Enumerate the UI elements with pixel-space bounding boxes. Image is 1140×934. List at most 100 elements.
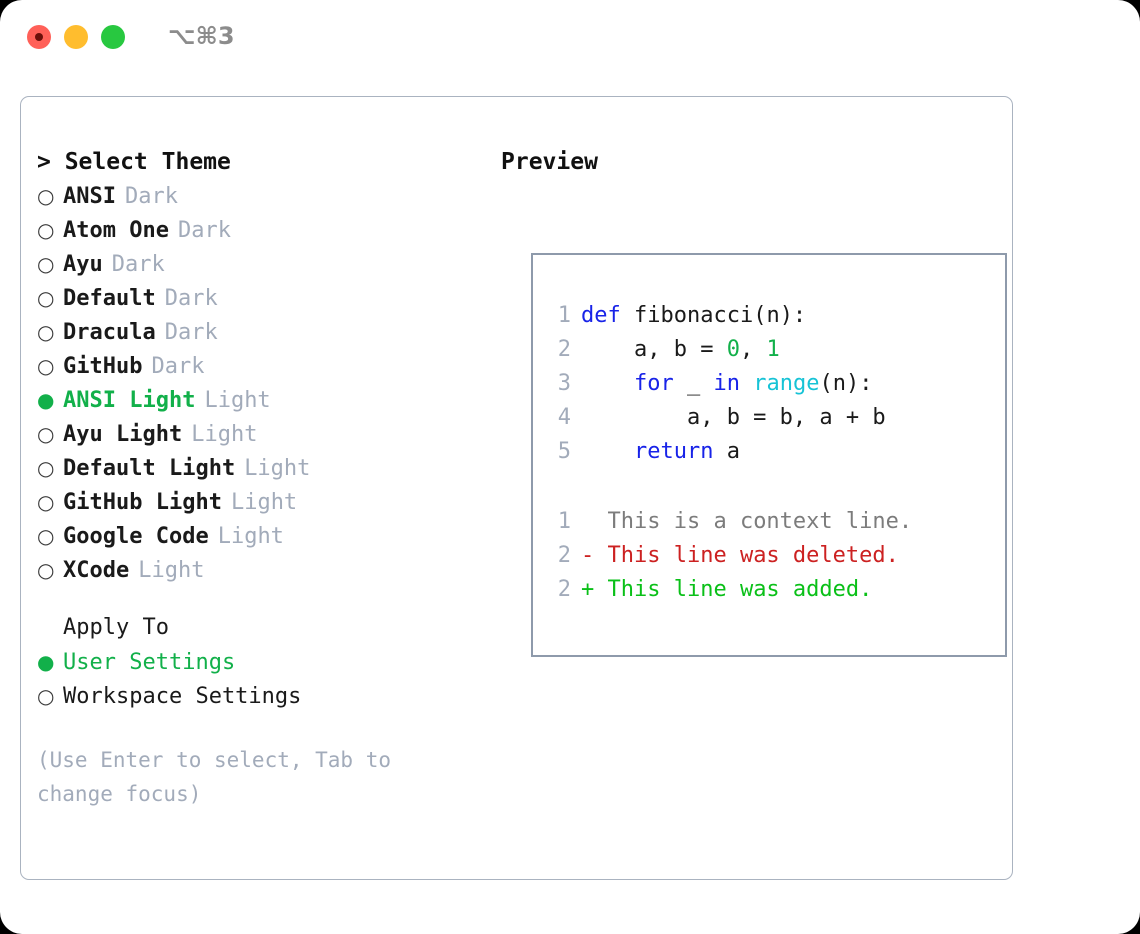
radio-selected-icon: ● [37, 650, 55, 674]
theme-name: ANSI [63, 184, 116, 209]
diff-text: This line was added. [594, 577, 873, 602]
window-title: ⌥⌘3 [168, 22, 235, 50]
theme-list-item[interactable]: ○ Default Light Light [37, 451, 477, 485]
theme-kind-label: Light [230, 490, 298, 515]
theme-list-item[interactable]: ○ GitHub Dark [37, 349, 477, 383]
theme-name: Ayu [63, 252, 103, 277]
theme-name: XCode [63, 558, 130, 583]
line-number: 3 [557, 371, 571, 396]
theme-list-item[interactable]: ● ANSI Light Light [37, 383, 477, 417]
apply-to-option[interactable]: ○Workspace Settings [37, 679, 477, 713]
radio-unselected-icon: ○ [37, 456, 55, 480]
diff-marker: + [581, 577, 595, 602]
code-token: return [633, 439, 714, 464]
keyboard-hint-text: (Use Enter to select, Tab to change focu… [37, 748, 392, 806]
code-token [740, 371, 753, 396]
apply-to-heading: Apply To [63, 615, 169, 640]
theme-kind-label: Light [244, 456, 311, 481]
theme-section-heading: > Select Theme [37, 149, 231, 175]
radio-unselected-icon: ○ [37, 184, 55, 208]
code-token: 1 [766, 337, 780, 362]
radio-unselected-icon: ○ [37, 490, 55, 514]
diff-line: 1 This is a context line. [543, 505, 912, 539]
radio-selected-icon: ● [37, 388, 55, 412]
line-number: 4 [557, 405, 571, 430]
theme-list-item[interactable]: ○ Ayu Dark [37, 247, 477, 281]
theme-list-item[interactable]: ○ GitHub Light Light [37, 485, 477, 519]
code-token [581, 439, 634, 464]
code-token: (n): [819, 371, 873, 396]
theme-kind-label: Dark [164, 286, 218, 311]
theme-name: Default Light [63, 456, 236, 481]
code-line: 3 for _ in range(n): [543, 367, 886, 401]
radio-unselected-icon: ○ [37, 252, 55, 276]
code-token: _ [673, 371, 714, 396]
theme-kind-label: Dark [111, 252, 165, 277]
minimize-button[interactable] [64, 25, 88, 49]
code-token: a, b = b, a + b [581, 405, 886, 430]
theme-name: Atom One [63, 218, 169, 243]
theme-kind-label: Light [217, 524, 284, 549]
diff-line-number: 2 [557, 577, 571, 602]
theme-name: GitHub [63, 354, 143, 379]
apply-to-section: Apply To ● User Settings ○Workspace Settin… [37, 611, 477, 713]
theme-list-item[interactable]: ○ Dracula Dark [37, 315, 477, 349]
diff-text: This line was deleted. [594, 543, 899, 568]
code-token: range [753, 371, 820, 396]
radio-unselected-icon: ○ [37, 320, 55, 344]
apply-to-option-label: User Settings [63, 650, 236, 675]
radio-unselected-icon: ○ [37, 524, 55, 548]
code-token: def [581, 303, 621, 328]
apply-to-options[interactable]: ● User Settings ○Workspace Settings [37, 645, 477, 713]
line-number: 1 [557, 303, 571, 328]
diff-sample: 1 This is a context line.2- This line wa… [543, 505, 912, 607]
theme-kind-label: Light [138, 558, 205, 583]
maximize-button[interactable] [101, 25, 125, 49]
theme-name: GitHub Light [63, 490, 222, 515]
code-line: 5 return a [543, 435, 886, 469]
line-number: 5 [557, 439, 571, 464]
theme-kind-label: Dark [124, 184, 178, 209]
close-button[interactable] [27, 25, 51, 49]
title-bar: ⌥⌘3 [0, 0, 1140, 78]
apply-to-option[interactable]: ● User Settings [37, 645, 477, 679]
theme-name: Dracula [63, 320, 156, 345]
diff-marker: - [581, 543, 595, 568]
theme-name: Ayu Light [63, 422, 183, 447]
theme-list-item[interactable]: ○ ANSI Dark [37, 179, 477, 213]
code-token: a [713, 439, 740, 464]
theme-name: Google Code [63, 524, 209, 549]
traffic-light-buttons [27, 25, 125, 49]
diff-marker [581, 509, 594, 534]
diff-line: 2- This line was deleted. [543, 539, 912, 573]
code-token: 0 [726, 337, 740, 362]
radio-unselected-icon: ○ [37, 218, 55, 242]
theme-kind-label: Dark [164, 320, 218, 345]
theme-kind-label: Dark [151, 354, 205, 379]
diff-line-number: 1 [557, 509, 571, 534]
code-token [581, 371, 634, 396]
radio-unselected-icon: ○ [37, 558, 55, 582]
radio-unselected-icon: ○ [37, 286, 55, 310]
theme-name: ANSI Light [63, 388, 196, 413]
theme-list-item[interactable]: ○ Google Code Light [37, 519, 477, 553]
theme-list-item[interactable]: ○ XCode Light [37, 553, 477, 587]
diff-text: This is a context line. [594, 509, 913, 534]
apply-to-option-label: Workspace Settings [63, 684, 302, 709]
theme-kind-label: Light [204, 388, 271, 413]
radio-unselected-icon: ○ [37, 354, 55, 378]
line-number: 2 [557, 337, 571, 362]
theme-kind-label: Light [191, 422, 258, 447]
diff-line: 2 + This line was added. [543, 573, 912, 607]
